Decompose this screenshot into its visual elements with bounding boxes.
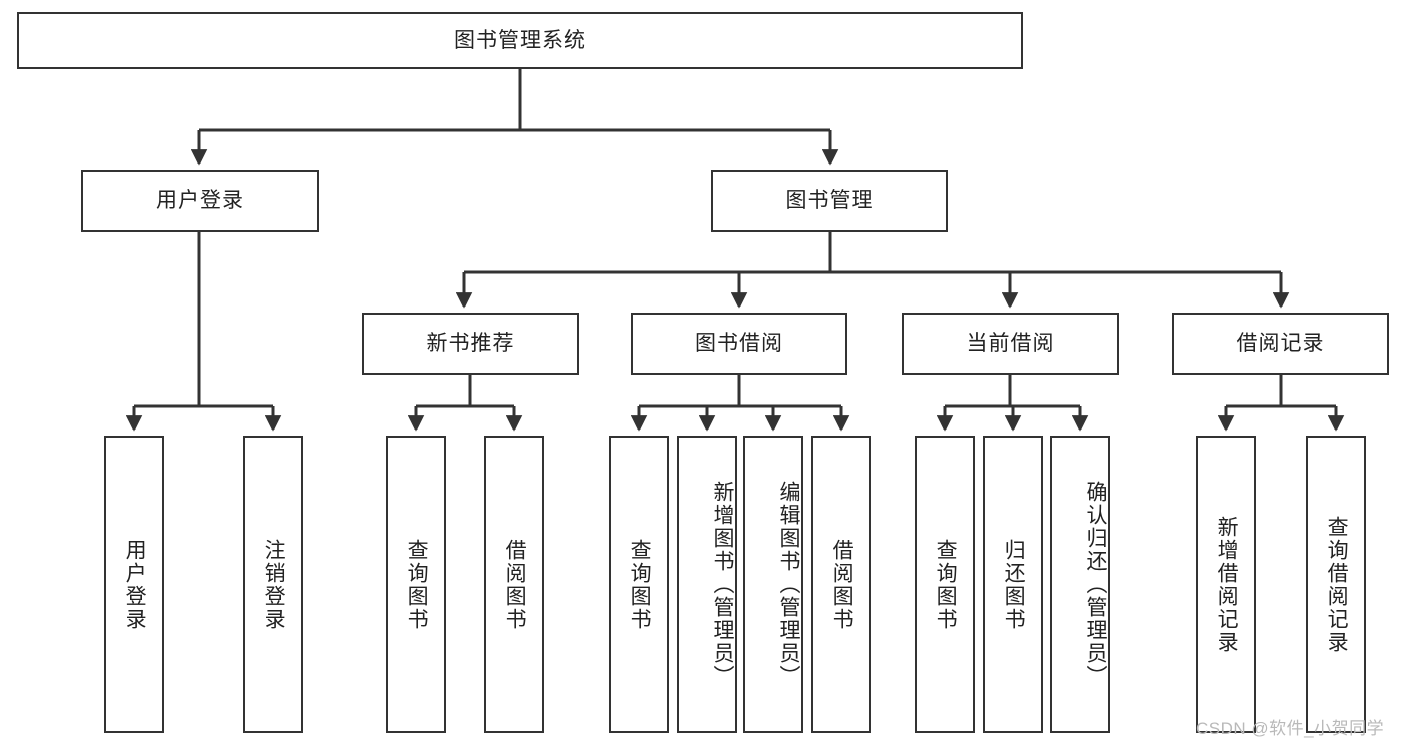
- node-current-borrow[interactable]: 当前借阅: [902, 313, 1119, 375]
- leaf-user-login[interactable]: 用户登录: [104, 436, 164, 733]
- leaf-query-borrow-record[interactable]: 查询借阅记录: [1306, 436, 1366, 733]
- node-label: 借阅图书: [830, 538, 854, 631]
- node-label: 查询图书: [934, 538, 958, 631]
- leaf-edit-book-admin[interactable]: 编辑图书（管理员）: [743, 436, 803, 733]
- node-label: 当前借阅: [966, 332, 1055, 356]
- node-user-login[interactable]: 用户登录: [81, 170, 319, 232]
- node-label: 图书管理: [785, 189, 874, 213]
- leaf-add-book-admin[interactable]: 新增图书（管理员）: [677, 436, 737, 733]
- node-label: 用户登录: [156, 189, 244, 213]
- node-label: 用户登录: [123, 538, 147, 631]
- leaf-borrow-book[interactable]: 借阅图书: [811, 436, 871, 733]
- node-book-borrow[interactable]: 图书借阅: [631, 313, 847, 375]
- node-label: 注销登录: [262, 538, 286, 631]
- node-borrow-record[interactable]: 借阅记录: [1172, 313, 1389, 375]
- node-label: 确认归还（管理员）: [1084, 481, 1107, 688]
- csdn-watermark: CSDN @软件_小贺同学: [1196, 719, 1385, 738]
- leaf-query-book-newbook[interactable]: 查询图书: [386, 436, 446, 733]
- node-label: 新增借阅记录: [1215, 515, 1239, 654]
- node-root-system[interactable]: 图书管理系统: [17, 12, 1023, 69]
- leaf-return-book[interactable]: 归还图书: [983, 436, 1043, 733]
- node-book-management[interactable]: 图书管理: [711, 170, 948, 232]
- node-label: 查询借阅记录: [1325, 515, 1349, 654]
- node-label: 查询图书: [405, 538, 429, 631]
- node-label: 查询图书: [628, 538, 652, 631]
- leaf-confirm-return-admin[interactable]: 确认归还（管理员）: [1050, 436, 1110, 733]
- leaf-query-book-borrow[interactable]: 查询图书: [609, 436, 669, 733]
- leaf-borrow-book-newbook[interactable]: 借阅图书: [484, 436, 544, 733]
- node-label: 借阅图书: [503, 538, 527, 631]
- leaf-query-book-current[interactable]: 查询图书: [915, 436, 975, 733]
- node-new-book-recommend[interactable]: 新书推荐: [362, 313, 579, 375]
- node-label: 新书推荐: [426, 332, 515, 356]
- node-label: 借阅记录: [1236, 332, 1325, 356]
- node-label: 新增图书（管理员）: [711, 481, 734, 688]
- node-label: 编辑图书（管理员）: [777, 481, 800, 688]
- leaf-add-borrow-record[interactable]: 新增借阅记录: [1196, 436, 1256, 733]
- node-label: 图书管理系统: [454, 28, 586, 52]
- node-label: 图书借阅: [695, 332, 783, 356]
- leaf-logout[interactable]: 注销登录: [243, 436, 303, 733]
- node-label: 归还图书: [1002, 538, 1026, 631]
